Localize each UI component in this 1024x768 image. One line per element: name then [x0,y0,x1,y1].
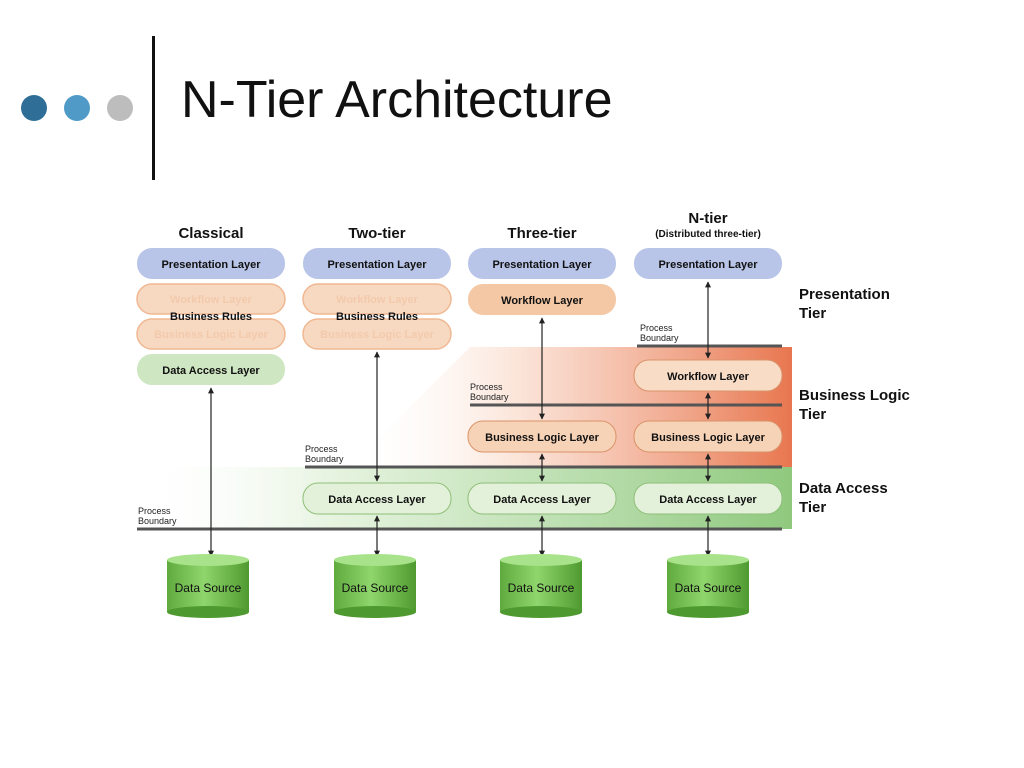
svg-text:Presentation Layer: Presentation Layer [327,259,427,271]
three-tier-data-source: Data Source [500,554,582,618]
n-tier-workflow-layer: Workflow Layer [633,359,783,392]
three-tier-business-logic-layer: Business Logic Layer [467,420,617,453]
col-header-two-tier: Two-tier [348,225,405,242]
col-header-n-tier: N-tier [688,210,727,227]
svg-text:Presentation Layer: Presentation Layer [658,259,758,271]
two-tier-data-source: Data Source [334,554,416,618]
svg-text:Workflow Layer: Workflow Layer [170,294,252,306]
three-tier-data-access-layer: Data Access Layer [467,482,617,515]
svg-text:Data Source: Data Source [342,581,409,595]
svg-text:Workflow Layer: Workflow Layer [501,295,583,307]
svg-text:Tier: Tier [799,499,826,516]
svg-text:Presentation Layer: Presentation Layer [492,259,592,271]
three-tier-workflow-layer: Workflow Layer [468,284,616,315]
svg-text:Data Access Layer: Data Access Layer [493,494,591,506]
svg-text:Business Logic: Business Logic [799,387,910,404]
classical-presentation-layer: Presentation Layer [137,248,285,279]
svg-text:Process: Process [305,444,338,454]
bullet-dot-2 [64,95,90,121]
svg-text:Tier: Tier [799,406,826,423]
boundary-label-two-tier: Process Boundary [305,444,344,464]
two-tier-data-access-layer: Data Access Layer [302,482,452,515]
three-tier-presentation-layer: Presentation Layer [468,248,616,279]
n-tier-data-access-layer: Data Access Layer [633,482,783,515]
title-divider [152,36,155,180]
two-tier-business-logic-layer: Business Logic Layer [302,318,452,350]
svg-text:Boundary: Boundary [640,333,679,343]
boundary-label-three-tier: Process Boundary [470,382,509,402]
n-tier-data-source: Data Source [667,554,749,618]
col-header-three-tier: Three-tier [507,225,576,242]
svg-text:Presentation Layer: Presentation Layer [161,259,261,271]
two-tier-presentation-layer: Presentation Layer [303,248,451,279]
svg-text:Data Access Layer: Data Access Layer [328,494,426,506]
boundary-label-ntier: Process Boundary [640,323,679,343]
connector-arrows [208,281,711,557]
classical-workflow-layer: Workflow Layer [136,283,286,315]
classical-business-rules: Business Rules [170,311,252,323]
col-header-classical: Classical [178,225,243,242]
classical-data-source: Data Source [167,554,249,618]
svg-text:Process: Process [138,506,171,516]
tier-label-presentation: Presentation Tier [799,286,890,322]
svg-text:Data Source: Data Source [675,581,742,595]
tier-label-business-logic: Business Logic Tier [799,387,910,423]
bullet-dot-3 [107,95,133,121]
svg-text:Tier: Tier [799,305,826,322]
svg-text:Data Access Layer: Data Access Layer [659,494,757,506]
svg-text:Process: Process [640,323,673,333]
svg-text:Data Access Layer: Data Access Layer [162,365,260,377]
two-tier-workflow-layer: Workflow Layer [302,283,452,315]
page-title: N-Tier Architecture [181,71,613,129]
svg-text:Presentation: Presentation [799,286,890,303]
classical-data-access-layer: Data Access Layer [137,354,285,385]
svg-text:Business Logic Layer: Business Logic Layer [651,432,765,444]
svg-text:Boundary: Boundary [470,392,509,402]
svg-text:Process: Process [470,382,503,392]
svg-text:Data Access: Data Access [799,480,888,497]
tier-label-data-access: Data Access Tier [799,480,888,516]
svg-text:Data Source: Data Source [175,581,242,595]
boundary-label-classical: Process Boundary [138,506,177,526]
svg-text:Boundary: Boundary [305,454,344,464]
svg-text:Boundary: Boundary [138,516,177,526]
svg-text:Business Logic Layer: Business Logic Layer [320,329,434,341]
col-header-n-tier-sub: (Distributed three-tier) [655,229,761,240]
bullet-dot-1 [21,95,47,121]
two-tier-business-rules: Business Rules [336,311,418,323]
svg-text:Data Source: Data Source [508,581,575,595]
svg-text:Business Logic Layer: Business Logic Layer [485,432,599,444]
svg-text:Workflow Layer: Workflow Layer [667,371,749,383]
n-tier-presentation-layer: Presentation Layer [634,248,782,279]
svg-text:Business Logic Layer: Business Logic Layer [154,329,268,341]
svg-text:Workflow Layer: Workflow Layer [336,294,418,306]
n-tier-business-logic-layer: Business Logic Layer [633,420,783,453]
classical-business-logic-layer: Business Logic Layer [136,318,286,350]
